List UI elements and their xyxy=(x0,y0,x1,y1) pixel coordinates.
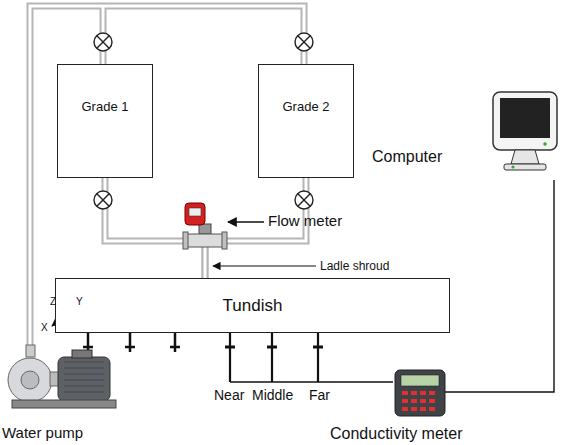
conductivity-meter-device xyxy=(395,370,445,416)
part-label: Flow meter xyxy=(268,213,342,230)
process-box: Grade 2 xyxy=(258,64,354,178)
part-label: Far xyxy=(309,388,330,403)
water-pump xyxy=(8,345,116,408)
computer-monitor xyxy=(493,92,557,170)
part-label: Ladle shroud xyxy=(320,260,389,273)
leader-arrow xyxy=(228,221,264,222)
part-label: Computer xyxy=(372,148,442,166)
pipe xyxy=(105,178,205,278)
axis-label: Y xyxy=(76,296,83,307)
box-label: Grade 1 xyxy=(82,99,129,114)
process-box: Tundish xyxy=(55,278,450,333)
pipe-core xyxy=(105,178,205,278)
outlets xyxy=(83,333,180,352)
flow-meter xyxy=(183,203,227,249)
part-label: Conductivity meter xyxy=(330,425,463,443)
process-box: Grade 1 xyxy=(57,64,153,178)
box-label: Grade 2 xyxy=(283,99,330,114)
leader-arrow xyxy=(213,265,316,266)
part-label: Near xyxy=(214,388,244,403)
box-label: Tundish xyxy=(223,296,283,316)
axis-label: Z xyxy=(50,296,56,307)
part-label: Middle xyxy=(252,388,293,403)
axis-label: X xyxy=(41,322,48,333)
part-label: Water pump xyxy=(2,425,83,442)
